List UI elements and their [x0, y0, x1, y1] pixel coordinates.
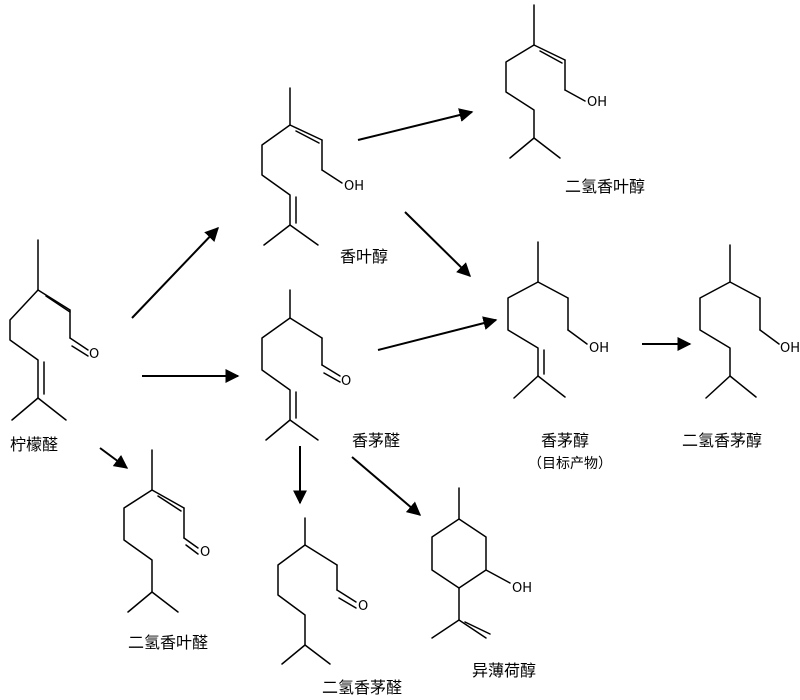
- label-dihydrogeraniol: 二氢香叶醇: [565, 177, 645, 196]
- arrow-geraniol-to-dihydrogeraniol: [357, 108, 474, 141]
- arrow-citral-to-geraniol: [131, 226, 219, 319]
- label-citronellal: 香茅醛: [352, 431, 400, 450]
- arrow-geraniol-to-citronellol: [404, 211, 471, 277]
- citronellal-atom-label: O: [341, 374, 351, 389]
- label-dihydrocitronellol: 二氢香茅醇: [682, 431, 762, 450]
- dihydrocitral-atom-label: O: [200, 545, 210, 560]
- label-geraniol: 香叶醇: [340, 247, 388, 266]
- structure-dihydrocitronellol: OH: [699, 244, 800, 399]
- arrow-citronellal-to-isopulegol: [351, 456, 422, 516]
- structure-citronellol: OH: [507, 241, 609, 399]
- citral-atom-label: O: [89, 347, 99, 362]
- label-dihydrocitronellal: 二氢香茅醛: [322, 678, 402, 697]
- arrow-citral-to-dihydrocitral: [99, 447, 129, 469]
- structure-dihydrogeraniol: OH: [505, 4, 607, 159]
- dihydrocitronellol-atom-label: OH: [780, 341, 800, 356]
- label-dihydrocitral: 二氢香叶醛: [128, 633, 208, 652]
- structure-citronellal: O: [261, 289, 351, 441]
- label-citral: 柠檬醛: [10, 435, 58, 454]
- structure-dihydrocitronellal: O: [277, 517, 368, 665]
- label-citronellol: 香茅醇: [541, 431, 589, 450]
- dihydrogeraniol-atom-label: OH: [587, 95, 607, 110]
- label-citronellol-note: （目标产物）: [528, 456, 612, 472]
- arrow-citronellal-to-citronellol: [377, 316, 498, 351]
- structure-isopulegol: OH: [431, 487, 532, 639]
- label-isopulegol: 异薄荷醇: [472, 661, 536, 680]
- dihydrocitronellal-atom-label: O: [358, 599, 368, 614]
- citronellol-atom-label: OH: [589, 341, 609, 356]
- structure-geraniol: OH: [261, 87, 364, 246]
- structure-dihydrocitral: O: [123, 449, 210, 613]
- geraniol-atom-label: OH: [344, 179, 364, 194]
- structure-citral: O: [9, 239, 99, 421]
- isopulegol-atom-label: OH: [512, 581, 532, 596]
